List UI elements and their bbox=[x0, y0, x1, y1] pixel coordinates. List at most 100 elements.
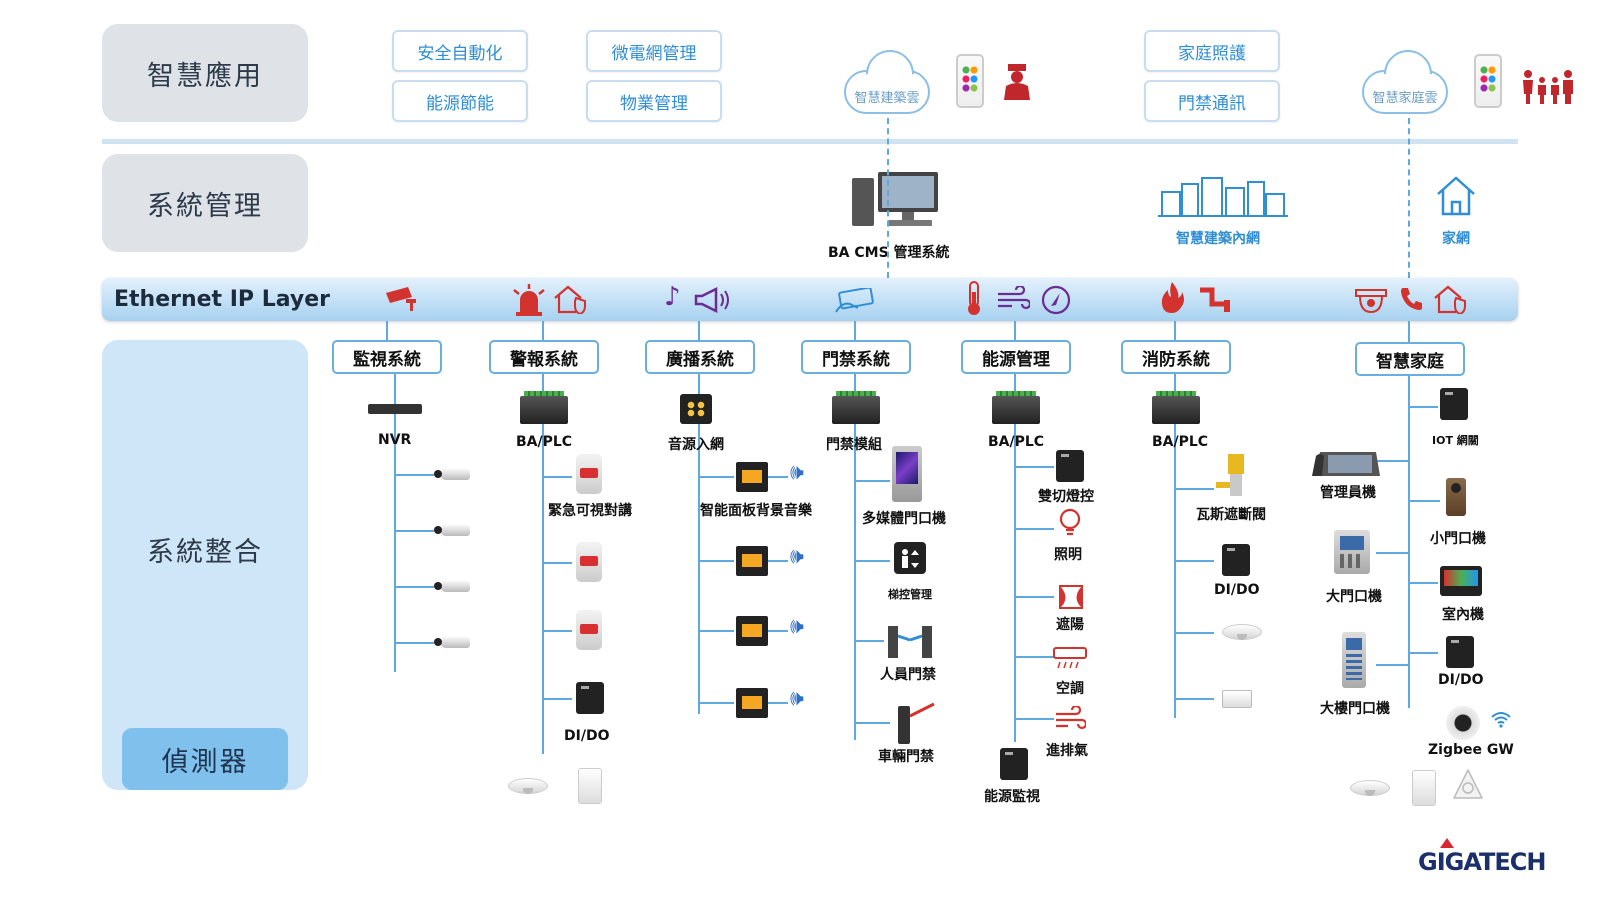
smart-panel-label: 智能面板背景音樂 bbox=[700, 503, 812, 519]
small-door-icon bbox=[1446, 478, 1466, 516]
gas-valve-label: 瓦斯遮斷閥 bbox=[1196, 507, 1266, 523]
motion-sensor-icon bbox=[578, 768, 602, 804]
home-security-icon bbox=[554, 285, 586, 314]
trunk-line bbox=[1174, 374, 1176, 718]
system-smart-home[interactable]: 智慧家庭 bbox=[1355, 342, 1465, 376]
speaker-icon: 🕪 bbox=[790, 614, 804, 639]
branch-line bbox=[1376, 664, 1408, 666]
multimedia-door-icon bbox=[892, 446, 922, 502]
branch-line bbox=[394, 530, 434, 532]
access-module-icon bbox=[832, 391, 880, 424]
connector bbox=[542, 321, 544, 341]
emergency-intercom-label: 緊急可視對講 bbox=[548, 503, 632, 519]
turnstile-icon bbox=[888, 626, 932, 658]
family-icon bbox=[1523, 70, 1573, 104]
vehicle-access-label: 車輛門禁 bbox=[878, 749, 934, 765]
iot-gateway-icon bbox=[1440, 388, 1468, 420]
app-energy-saving[interactable]: 能源節能 bbox=[392, 80, 528, 122]
speaker-icon: 🕪 bbox=[790, 460, 804, 485]
phone-icon bbox=[1401, 288, 1422, 310]
branch-line bbox=[1014, 718, 1054, 720]
trunk-line bbox=[1014, 374, 1016, 742]
admin-station-icon bbox=[1312, 452, 1380, 476]
music-note-icon: ♪ bbox=[664, 282, 681, 312]
branch-line bbox=[698, 630, 734, 632]
smoke-detector-icon bbox=[1222, 624, 1262, 640]
app-access-comm[interactable]: 門禁通訊 bbox=[1144, 80, 1280, 122]
nvr-icon bbox=[368, 404, 422, 414]
access-module-label: 門禁模組 bbox=[826, 437, 882, 453]
vehicle-barrier-icon bbox=[898, 702, 935, 744]
tier-smart-apps: 智慧應用 bbox=[102, 24, 308, 122]
branch-line bbox=[1014, 466, 1054, 468]
energy-monitor-icon bbox=[1000, 748, 1028, 780]
ethernet-ip-layer-label: Ethernet IP Layer bbox=[114, 287, 331, 312]
guard-icon bbox=[1004, 64, 1030, 100]
building-network-icon bbox=[1158, 177, 1288, 217]
smartphone-home-icon bbox=[1474, 54, 1502, 108]
zigbee-gateway-icon bbox=[1446, 706, 1480, 740]
branch-line bbox=[1014, 528, 1054, 530]
di-do-fire-label: DI/DO bbox=[1214, 582, 1260, 598]
smart-panel-icon bbox=[736, 688, 768, 718]
system-access[interactable]: 門禁系統 bbox=[801, 340, 911, 374]
connector bbox=[1408, 321, 1410, 343]
trunk-line bbox=[854, 374, 856, 740]
smoke-detector-icon bbox=[1350, 780, 1390, 796]
speaker-icon: 🕪 bbox=[790, 544, 804, 569]
zigbee-gw-label: Zigbee GW bbox=[1428, 742, 1514, 758]
building-door-label: 大樓門口機 bbox=[1320, 701, 1390, 717]
lighting-label: 照明 bbox=[1054, 547, 1082, 563]
motion-sensor-icon bbox=[1412, 770, 1436, 806]
branch-line bbox=[1408, 406, 1438, 408]
system-surveillance[interactable]: 監視系統 bbox=[332, 340, 442, 374]
di-do-home-label: DI/DO bbox=[1438, 672, 1484, 688]
branch-line bbox=[542, 476, 572, 478]
ba-plc-fire-label: BA/PLC bbox=[1152, 434, 1209, 450]
branch-line bbox=[394, 474, 434, 476]
air-conditioner-icon bbox=[1053, 647, 1087, 669]
hub-sensor-icon bbox=[1453, 769, 1483, 799]
emergency-intercom-icon bbox=[576, 610, 602, 650]
home-security-icon-2 bbox=[1434, 285, 1466, 314]
gigatech-logo: GIGATECH bbox=[1418, 848, 1547, 876]
trunk-line bbox=[542, 374, 544, 754]
branch-line bbox=[1376, 552, 1408, 554]
di-do-module-icon bbox=[1222, 544, 1250, 576]
bullet-camera-icon bbox=[434, 580, 470, 592]
elevator-control-label: 梯控管理 bbox=[888, 588, 932, 601]
main-door-icon bbox=[1334, 530, 1370, 574]
aircon-label: 空調 bbox=[1056, 681, 1084, 697]
bullet-camera-icon bbox=[434, 524, 470, 536]
smart-building-cloud-label: 智慧建築雲 bbox=[854, 91, 920, 106]
dashed-connector bbox=[887, 118, 889, 278]
app-microgrid[interactable]: 微電網管理 bbox=[586, 30, 722, 72]
connector bbox=[854, 321, 856, 341]
home-network-label: 家網 bbox=[1442, 231, 1470, 247]
system-alarm[interactable]: 警報系統 bbox=[489, 340, 599, 374]
branch-line bbox=[698, 702, 734, 704]
ba-plc-alarm-label: BA/PLC bbox=[516, 434, 573, 450]
branch-line bbox=[394, 642, 434, 644]
iot-gateway-label: IOT 網關 bbox=[1432, 434, 1479, 447]
home-network-icon bbox=[1437, 176, 1475, 216]
branch-line bbox=[768, 560, 788, 562]
connector bbox=[1174, 321, 1176, 341]
app-home-care[interactable]: 家庭照護 bbox=[1144, 30, 1280, 72]
emergency-intercom-icon bbox=[576, 542, 602, 582]
system-broadcast[interactable]: 廣播系統 bbox=[645, 340, 755, 374]
branch-line bbox=[1014, 596, 1054, 598]
bullet-camera-icon bbox=[434, 636, 470, 648]
system-fire[interactable]: 消防系統 bbox=[1121, 340, 1231, 374]
ba-plc-icon bbox=[1152, 391, 1200, 424]
branch-line bbox=[1376, 460, 1408, 462]
smart-home-cloud-icon: 智慧家庭雲 bbox=[1362, 70, 1448, 114]
access-card-icon bbox=[835, 288, 874, 313]
app-safety-automation[interactable]: 安全自動化 bbox=[392, 30, 528, 72]
app-property-mgmt[interactable]: 物業管理 bbox=[586, 80, 722, 122]
system-energy[interactable]: 能源管理 bbox=[961, 340, 1071, 374]
tier-system-mgmt: 系統管理 bbox=[102, 154, 308, 252]
branch-line bbox=[542, 562, 572, 564]
branch-line bbox=[768, 476, 788, 478]
nvr-label: NVR bbox=[378, 432, 412, 448]
